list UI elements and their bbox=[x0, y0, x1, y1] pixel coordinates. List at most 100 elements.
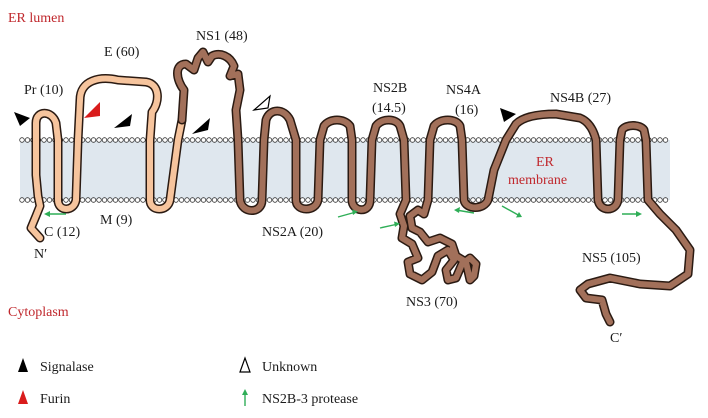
lipid-head bbox=[602, 137, 608, 143]
lipid-head bbox=[387, 197, 394, 203]
nonstructural-protein-chain bbox=[173, 47, 695, 327]
lipid-head bbox=[437, 197, 443, 203]
lipid-head bbox=[310, 137, 317, 143]
lipid-head bbox=[420, 137, 427, 143]
lipid-head bbox=[607, 197, 614, 203]
lipid-head bbox=[514, 197, 520, 203]
lipid-head bbox=[184, 137, 190, 143]
ns4b-label: NS4B (27) bbox=[550, 91, 611, 106]
lipid-head bbox=[272, 197, 278, 203]
lipid-head bbox=[629, 137, 636, 143]
lipid-head bbox=[607, 137, 614, 143]
protease-arrows bbox=[44, 205, 642, 229]
lipid-head bbox=[503, 197, 509, 203]
e-label: E (60) bbox=[104, 45, 140, 60]
lipid-head bbox=[470, 197, 476, 203]
ns5-label: NS5 (105) bbox=[582, 251, 641, 266]
signalase-marker-e bbox=[114, 114, 132, 128]
lipid-head bbox=[486, 137, 493, 143]
lipid-head bbox=[536, 197, 542, 203]
lipid-head bbox=[470, 137, 476, 143]
lipid-head bbox=[519, 197, 526, 203]
structural-protein-chain bbox=[26, 74, 187, 243]
lipid-head bbox=[547, 137, 553, 143]
signalase-marker-pr bbox=[14, 112, 30, 126]
lipid-head bbox=[453, 197, 460, 203]
lipid-head bbox=[68, 137, 75, 143]
lipid-head bbox=[211, 197, 218, 203]
lipid-head bbox=[624, 197, 630, 203]
lipid-head bbox=[635, 137, 641, 143]
lipid-head bbox=[211, 137, 218, 143]
lipid-head bbox=[508, 197, 515, 203]
lipid-head bbox=[41, 137, 47, 143]
lipid-head bbox=[662, 197, 669, 203]
lipid-head bbox=[200, 197, 207, 203]
lipid-head bbox=[651, 137, 658, 143]
lipid-head bbox=[222, 197, 229, 203]
lipid-head bbox=[189, 137, 196, 143]
lipid-head bbox=[195, 197, 201, 203]
lipid-head bbox=[585, 197, 592, 203]
lipid-head bbox=[376, 197, 383, 203]
lipid-head bbox=[46, 197, 53, 203]
lipid-head bbox=[448, 197, 454, 203]
lipid-head bbox=[206, 137, 212, 143]
lipid-head bbox=[79, 197, 86, 203]
lipid-head bbox=[129, 197, 135, 203]
lipid-head bbox=[101, 197, 108, 203]
lipid-head bbox=[283, 137, 289, 143]
lipid-head bbox=[574, 137, 581, 143]
lipid-head bbox=[415, 197, 421, 203]
lipid-head bbox=[382, 137, 388, 143]
lipid-head bbox=[624, 137, 630, 143]
lipid-head bbox=[530, 197, 537, 203]
lipid-head bbox=[437, 137, 443, 143]
lipid-head bbox=[167, 137, 174, 143]
legend: Signalase Furin Unknown NS2B-3 protease bbox=[18, 356, 358, 407]
lipid-head bbox=[475, 197, 482, 203]
lipid-head bbox=[475, 137, 482, 143]
ns2b-label-line1: NS2B bbox=[373, 81, 407, 96]
lipid-head bbox=[200, 137, 207, 143]
lipid-head bbox=[277, 137, 284, 143]
lipid-head bbox=[244, 137, 251, 143]
furin-marker bbox=[84, 102, 100, 118]
legend-protease-label: NS2B-3 protease bbox=[262, 392, 358, 407]
lipid-head bbox=[552, 197, 559, 203]
lipid-head bbox=[134, 197, 141, 203]
lipid-head bbox=[525, 137, 531, 143]
lipid-head bbox=[541, 137, 548, 143]
lipid-head bbox=[580, 137, 586, 143]
lipid-head bbox=[448, 137, 454, 143]
lipid-head bbox=[305, 197, 311, 203]
legend-furin-label: Furin bbox=[40, 392, 70, 407]
protease-arrow-ns4a bbox=[501, 205, 522, 218]
lipid-head bbox=[519, 137, 526, 143]
lipid-head bbox=[266, 197, 273, 203]
ns2a-label: NS2A (20) bbox=[262, 225, 323, 240]
lipid-head bbox=[574, 197, 581, 203]
lipid-head bbox=[19, 137, 25, 143]
m-label: M (9) bbox=[100, 213, 133, 228]
lipid-head bbox=[360, 137, 366, 143]
ns2b-label-line2: (14.5) bbox=[372, 101, 406, 116]
lipid-head bbox=[206, 197, 212, 203]
lipid-head bbox=[332, 197, 339, 203]
lipid-head bbox=[338, 197, 344, 203]
lipid-head bbox=[299, 137, 306, 143]
lipid-head bbox=[536, 137, 542, 143]
lipid-head bbox=[327, 197, 333, 203]
c-terminus-label: C′ bbox=[610, 331, 622, 346]
lipid-head bbox=[19, 197, 25, 203]
lipid-head bbox=[156, 137, 163, 143]
lipid-head bbox=[558, 137, 564, 143]
er-lumen-label: ER lumen bbox=[8, 11, 64, 26]
lipid-head bbox=[85, 137, 91, 143]
lipid-head bbox=[90, 137, 97, 143]
lipid-head bbox=[657, 197, 663, 203]
lipid-head bbox=[299, 197, 306, 203]
lipid-head bbox=[85, 197, 91, 203]
lipid-head bbox=[305, 137, 311, 143]
lipid-head bbox=[387, 137, 394, 143]
